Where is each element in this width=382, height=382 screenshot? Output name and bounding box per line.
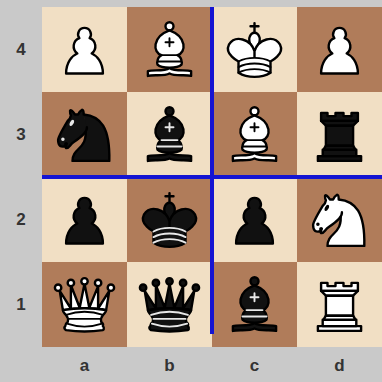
piece-body — [166, 278, 172, 284]
piece-body — [240, 115, 268, 152]
rook-piece — [318, 283, 361, 331]
piece-body — [140, 285, 146, 291]
piece-body — [58, 110, 87, 148]
dark-square — [212, 262, 297, 347]
pawn-piece — [66, 28, 103, 74]
piece-body — [228, 39, 281, 77]
light-square — [297, 92, 382, 177]
rank-label: 1 — [16, 296, 25, 313]
rank-label: 3 — [16, 126, 25, 143]
piece-body — [236, 198, 273, 244]
knight-piece — [313, 195, 364, 246]
file-label: b — [164, 357, 174, 374]
piece-body — [155, 30, 183, 67]
dark-square — [127, 177, 212, 262]
dark-square — [42, 262, 127, 347]
piece-body — [66, 28, 103, 74]
dark-square — [212, 92, 297, 177]
pawn-piece — [236, 198, 273, 244]
piece-body — [326, 126, 353, 146]
piece-detail — [62, 121, 73, 140]
piece-body — [63, 308, 106, 331]
bishop-piece — [233, 277, 276, 331]
king-piece — [228, 23, 281, 77]
piece-body — [251, 107, 259, 115]
queen-piece — [55, 278, 114, 331]
piece-body — [324, 316, 356, 320]
queen-piece — [140, 278, 199, 331]
piece-body — [321, 283, 358, 291]
piece-body — [233, 153, 276, 161]
piece-body — [148, 308, 191, 331]
pawn-piece — [66, 198, 103, 244]
piece-detail — [158, 38, 182, 61]
rank-label: 4 — [16, 41, 25, 58]
piece-body — [148, 68, 191, 76]
piece-body — [108, 285, 114, 291]
piece-body — [326, 296, 353, 316]
rank-label: 2 — [16, 211, 25, 228]
piece-body — [166, 107, 174, 115]
light-square — [127, 92, 212, 177]
piece-detail — [158, 123, 182, 146]
piece-body — [251, 277, 259, 285]
piece-body — [145, 284, 195, 310]
file-label: d — [334, 357, 344, 374]
king-cross — [166, 193, 174, 202]
piece-body — [240, 285, 268, 322]
file-label: a — [80, 357, 89, 374]
piece-body — [180, 280, 186, 286]
piece-detail — [154, 228, 186, 243]
piece-detail — [66, 312, 103, 327]
dark-square — [127, 7, 212, 92]
file-label: c — [250, 357, 259, 374]
rook-piece — [318, 113, 361, 161]
pawn-piece — [321, 28, 358, 74]
divider-line — [210, 7, 214, 334]
piece-body — [81, 278, 87, 284]
dark-square — [42, 92, 127, 177]
king-piece — [143, 193, 196, 247]
piece-detail — [243, 123, 267, 146]
knight-piece — [58, 110, 109, 161]
piece-body — [143, 209, 196, 247]
dark-square — [297, 7, 382, 92]
piece-body — [324, 146, 356, 150]
king-cross — [251, 23, 259, 32]
light-square — [42, 7, 127, 92]
piece-body — [321, 28, 358, 74]
light-square — [212, 7, 297, 92]
piece-body — [68, 280, 74, 286]
dark-square — [297, 177, 382, 262]
piece-detail — [239, 58, 271, 73]
light-square — [297, 262, 382, 347]
divider-line — [42, 175, 382, 179]
bishop-piece — [148, 107, 191, 161]
bishop-piece — [233, 107, 276, 161]
piece-body — [313, 195, 342, 233]
piece-body — [60, 284, 110, 310]
piece-body — [148, 153, 191, 161]
piece-detail — [151, 312, 188, 327]
piece-body — [233, 323, 276, 331]
bishop-piece — [148, 22, 191, 76]
piece-body — [153, 280, 159, 286]
piece-detail — [317, 206, 328, 225]
light-square — [127, 262, 212, 347]
piece-detail — [243, 293, 267, 316]
light-square — [212, 177, 297, 262]
light-square — [42, 177, 127, 262]
piece-body — [166, 22, 174, 30]
piece-body — [66, 198, 103, 244]
piece-body — [95, 280, 101, 286]
piece-body — [55, 285, 61, 291]
piece-body — [193, 285, 199, 291]
piece-body — [155, 115, 183, 152]
